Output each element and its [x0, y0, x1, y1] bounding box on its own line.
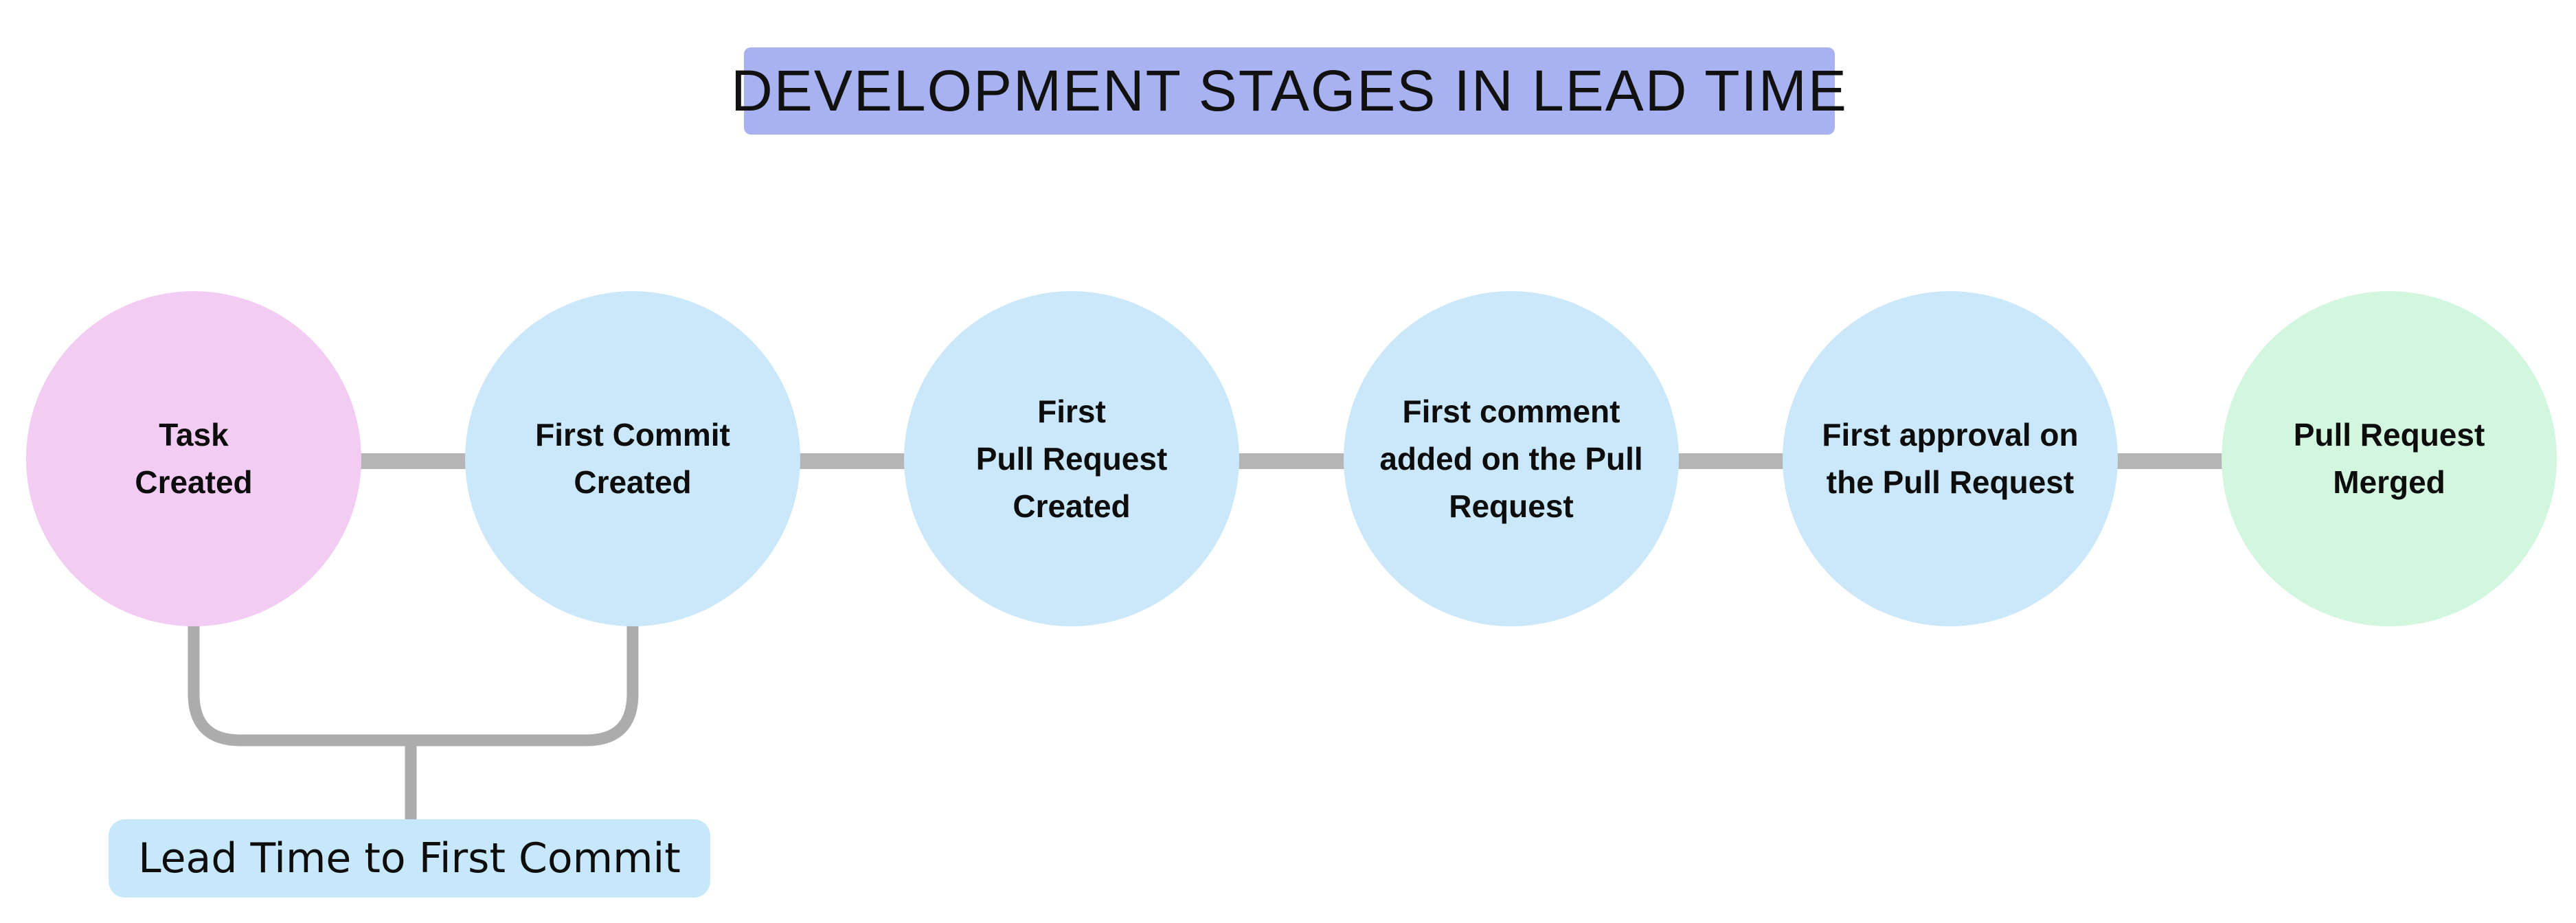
stage-circle-first-approval: First approval on the Pull Request [1783, 291, 2118, 626]
stage-circle-task-created: Task Created [26, 291, 361, 626]
bracket-line [188, 611, 639, 747]
lead-time-label: Lead Time to First Commit [109, 819, 710, 898]
diagram-title: DEVELOPMENT STAGES IN LEAD TIME [731, 47, 1846, 135]
stage-circle-pull-request-merged: Pull Request Merged [2222, 291, 2557, 626]
stage-circle-first-pull-request-created: First Pull Request Created [904, 291, 1239, 626]
stage-circle-first-commit-created: First Commit Created [465, 291, 800, 626]
stage-circle-first-comment-added: First comment added on the Pull Request [1344, 291, 1679, 626]
